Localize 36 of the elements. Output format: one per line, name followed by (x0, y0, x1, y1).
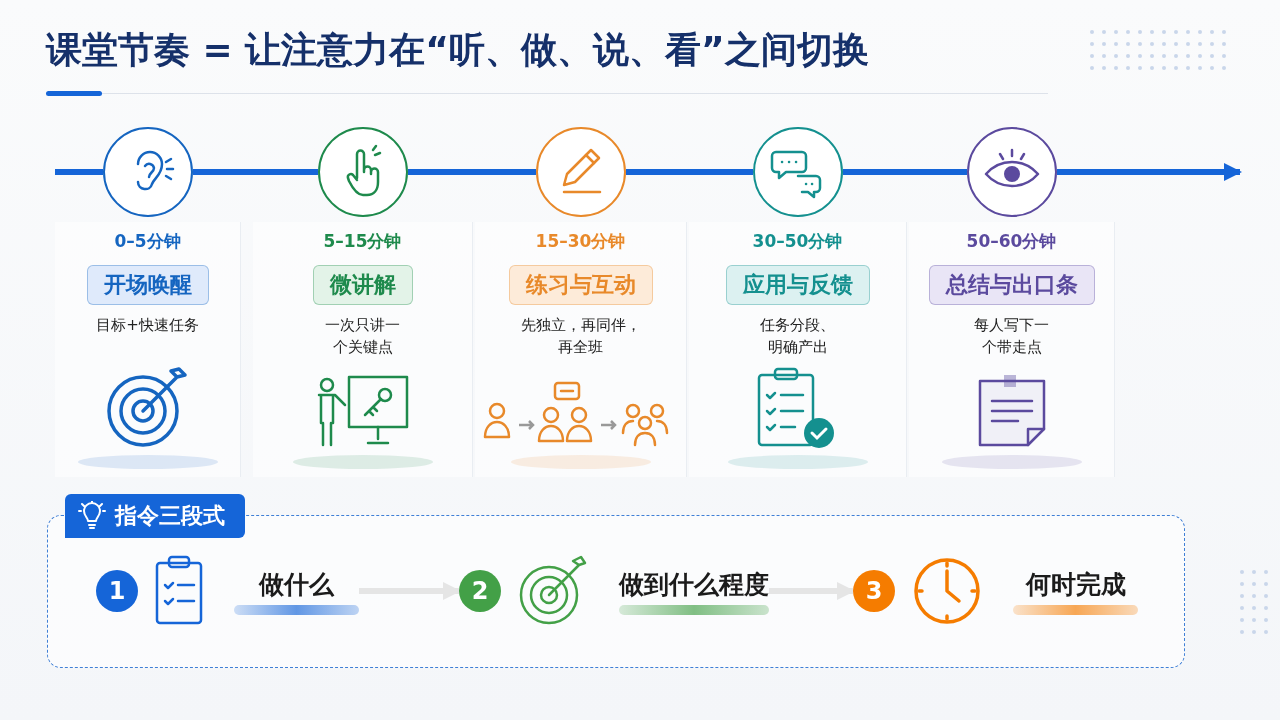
time-range: 5–15分钟 (323, 230, 402, 253)
step-number: 3 (853, 570, 895, 612)
stage-description: 任务分段、明确产出 (759, 315, 836, 358)
step-label: 做到什么程度 (619, 568, 769, 601)
stage-title: 应用与反馈 (725, 265, 870, 305)
stage-title: 开场唤醒 (86, 265, 209, 305)
stage-description: 每人写下一个带走点 (973, 315, 1050, 358)
time-range: 30–50分钟 (752, 230, 843, 253)
stage-card (55, 222, 241, 477)
stage-card (475, 222, 687, 477)
arrow (359, 582, 461, 600)
timeline-line (193, 169, 318, 175)
page-title: 课堂节奏 = 让注意力在“听、做、说、看”之间切换 (46, 28, 869, 72)
stage-title: 练习与互动 (508, 265, 653, 305)
step-label: 何时完成 (1025, 568, 1126, 601)
time-range: 0–5分钟 (114, 230, 181, 253)
arrow (1057, 163, 1242, 181)
stage-description: 一次只讲一个关键点 (324, 315, 401, 358)
arrow (769, 582, 855, 600)
panel-heading: 指令三段式 (115, 502, 225, 530)
stage-card (689, 222, 907, 477)
time-range: 50–60分钟 (966, 230, 1057, 253)
timeline-line (55, 169, 103, 175)
step-label: 做什么 (259, 568, 334, 601)
stage-title: 微讲解 (312, 265, 413, 305)
stage-card (253, 222, 473, 477)
step-number: 2 (459, 570, 501, 612)
timeline-line (408, 169, 536, 175)
timeline-line (626, 169, 753, 175)
stage-description: 先独立，再同伴，再全班 (519, 315, 642, 358)
stage-card (909, 222, 1115, 477)
step-number: 1 (96, 570, 138, 612)
stage-description: 目标+快速任务 (96, 315, 199, 336)
stage-title: 总结与出口条 (928, 265, 1095, 305)
time-range: 15–30分钟 (535, 230, 626, 253)
timeline-line (843, 169, 967, 175)
